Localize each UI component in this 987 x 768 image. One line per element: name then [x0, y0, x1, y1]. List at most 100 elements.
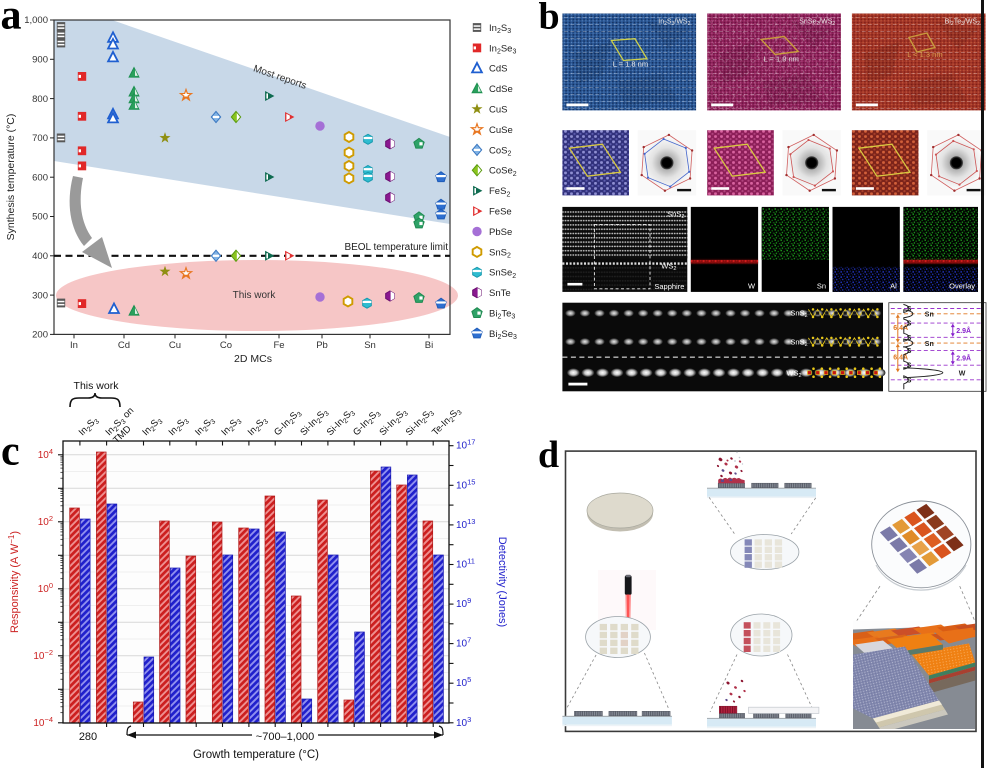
svg-text:Sn: Sn — [925, 341, 934, 348]
svg-text:L = 1.9 nm: L = 1.9 nm — [764, 55, 799, 64]
svg-text:109: 109 — [456, 596, 471, 610]
svg-text:280: 280 — [79, 731, 97, 743]
svg-text:G-In2 S3: G-In2 S3 — [351, 407, 383, 439]
svg-text:S: S — [907, 363, 912, 370]
svg-text:CoS2: CoS2 — [489, 145, 511, 157]
svg-text:W: W — [748, 281, 756, 290]
svg-text:SnSe2: SnSe2 — [489, 268, 516, 280]
svg-text:Si-In2 S3: Si-In2 S3 — [298, 406, 331, 439]
svg-text:WS2: WS2 — [786, 369, 801, 380]
svg-text:In2 S3: In2 S3 — [219, 415, 243, 439]
svg-text:900: 900 — [32, 55, 48, 66]
svg-text:CoSe2: CoSe2 — [489, 166, 517, 178]
svg-text:600: 600 — [32, 172, 48, 183]
svg-text:800: 800 — [32, 94, 48, 105]
svg-text:This work: This work — [233, 290, 277, 301]
svg-text:SnS2: SnS2 — [790, 338, 807, 349]
svg-text:Cu: Cu — [169, 340, 181, 351]
svg-text:In2 S3: In2 S3 — [77, 415, 101, 439]
svg-text:In2 S3: In2 S3 — [193, 415, 217, 439]
svg-text:FeSe: FeSe — [489, 207, 512, 218]
svg-text:1015: 1015 — [456, 477, 475, 491]
svg-text:CuSe: CuSe — [489, 125, 513, 136]
svg-text:10−2: 10−2 — [33, 648, 53, 662]
svg-text:100: 100 — [38, 581, 53, 595]
svg-text:Detectivity (Jones): Detectivity (Jones) — [496, 537, 508, 627]
svg-text:BEOL temperature limit: BEOL temperature limit — [344, 242, 448, 253]
svg-text:SnTe: SnTe — [489, 288, 511, 299]
svg-text:1,000: 1,000 — [24, 15, 48, 26]
svg-text:Si-In2 S3: Si-In2 S3 — [325, 406, 358, 439]
svg-text:Sn: Sn — [817, 281, 826, 290]
svg-text:500: 500 — [32, 212, 48, 223]
svg-text:Bi2Se3: Bi2Se3 — [489, 329, 517, 341]
svg-text:In2 S3: In2 S3 — [167, 415, 191, 439]
svg-text:S: S — [907, 335, 912, 342]
svg-text:Sn: Sn — [364, 340, 376, 351]
svg-text:Al: Al — [890, 281, 897, 290]
svg-text:In2Se3: In2Se3 — [489, 43, 516, 55]
svg-text:2D MCs: 2D MCs — [234, 353, 272, 365]
svg-text:Co: Co — [220, 340, 232, 351]
svg-text:6.4Å: 6.4Å — [893, 353, 908, 362]
svg-text:Sn: Sn — [925, 312, 934, 319]
svg-text:S: S — [907, 377, 912, 384]
svg-text:Fe: Fe — [273, 340, 284, 351]
svg-text:Si-In2 S3: Si-In2 S3 — [377, 406, 410, 439]
svg-text:In2S3/WS2: In2S3/WS2 — [658, 19, 690, 28]
svg-text:1017: 1017 — [456, 438, 475, 452]
svg-text:Synthesis temperature (°C): Synthesis temperature (°C) — [5, 114, 17, 241]
svg-text:6.4Å: 6.4Å — [893, 323, 908, 332]
svg-text:L < 1.3 nm: L < 1.3 nm — [907, 50, 942, 59]
svg-text:S: S — [907, 306, 912, 313]
svg-text:Si-In2 S3: Si-In2 S3 — [404, 406, 437, 439]
svg-text:In2S3: In2S3 — [489, 23, 511, 35]
svg-text:200: 200 — [32, 330, 48, 341]
svg-text:SnS2: SnS2 — [790, 309, 807, 320]
svg-text:Responsivity (A W−1): Responsivity (A W−1) — [7, 531, 21, 633]
svg-text:103: 103 — [456, 715, 471, 729]
svg-text:Growth temperature (°C): Growth temperature (°C) — [193, 749, 319, 761]
svg-text:700: 700 — [32, 133, 48, 144]
svg-text:W: W — [959, 371, 966, 378]
svg-text:400: 400 — [32, 251, 48, 262]
svg-text:1011: 1011 — [456, 557, 475, 571]
svg-text:Te-In2 S3: Te-In2 S3 — [430, 405, 464, 439]
svg-text:102: 102 — [38, 514, 53, 528]
svg-text:Sapphire: Sapphire — [654, 282, 684, 291]
svg-text:CdS: CdS — [489, 64, 507, 75]
svg-text:S: S — [907, 321, 912, 328]
svg-text:SnS2: SnS2 — [667, 209, 684, 220]
svg-text:Pb: Pb — [316, 340, 328, 351]
svg-text:In2 S3: In2 S3 — [246, 415, 270, 439]
svg-text:Bi: Bi — [425, 340, 433, 351]
svg-text:~700–1,000: ~700–1,000 — [256, 731, 314, 743]
svg-text:105: 105 — [456, 675, 471, 689]
svg-text:10−4: 10−4 — [33, 715, 53, 729]
svg-text:Bi2Te3: Bi2Te3 — [489, 309, 515, 321]
svg-text:107: 107 — [456, 636, 471, 650]
svg-text:G-In2 S3: G-In2 S3 — [272, 407, 304, 439]
svg-text:WS2: WS2 — [661, 261, 676, 272]
svg-text:This work: This work — [74, 380, 120, 392]
svg-text:300: 300 — [32, 290, 48, 301]
svg-text:Bi2Te3/WS2: Bi2Te3/WS2 — [945, 19, 980, 28]
svg-text:1013: 1013 — [456, 517, 475, 531]
svg-text:L = 1.8 nm: L = 1.8 nm — [613, 60, 648, 69]
svg-text:In2 S3: In2 S3 — [140, 415, 164, 439]
svg-text:SnS2: SnS2 — [489, 247, 511, 259]
svg-text:CuS: CuS — [489, 105, 507, 116]
svg-text:S: S — [907, 348, 912, 355]
svg-text:Cd: Cd — [118, 340, 130, 351]
svg-text:Overlay: Overlay — [949, 281, 975, 290]
svg-text:b: b — [539, 0, 560, 37]
svg-text:104: 104 — [38, 447, 53, 461]
svg-text:d: d — [538, 434, 559, 476]
svg-text:2.9Å: 2.9Å — [956, 326, 971, 335]
svg-text:a: a — [1, 0, 22, 39]
svg-text:CdSe: CdSe — [489, 84, 513, 95]
svg-text:PbSe: PbSe — [489, 227, 512, 238]
svg-text:c: c — [1, 429, 20, 475]
svg-text:In: In — [70, 340, 78, 351]
svg-text:2.9Å: 2.9Å — [956, 354, 971, 363]
